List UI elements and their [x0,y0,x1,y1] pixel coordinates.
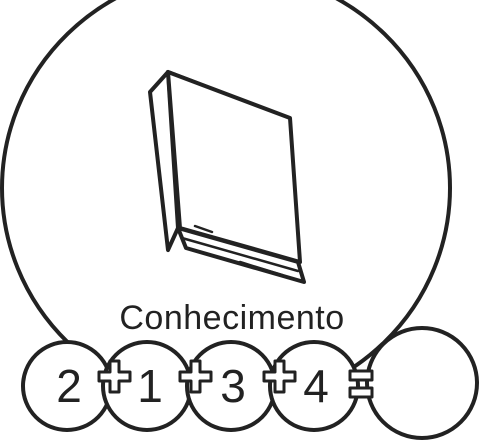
number-1: 2 [56,360,82,412]
concept-label: Conhecimento [119,299,344,337]
answer-circle[interactable] [367,328,477,438]
number-2: 1 [137,360,163,412]
number-4: 4 [303,360,329,412]
number-3: 3 [220,360,246,412]
